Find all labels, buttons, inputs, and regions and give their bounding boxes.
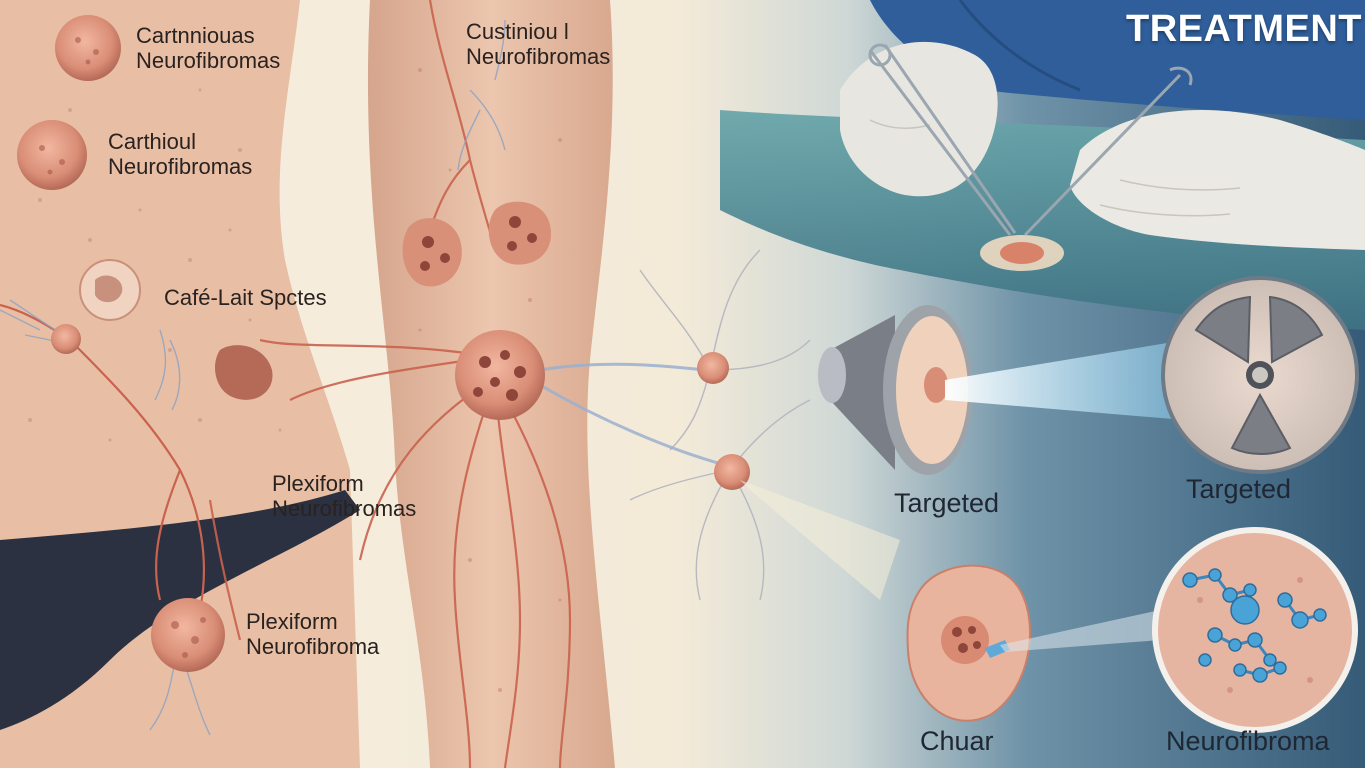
label-line: Cartnniouas: [136, 23, 255, 48]
label-line: Plexiform: [246, 609, 338, 634]
label-line: Neurofibromas: [108, 153, 253, 179]
label-line: Carthioul: [108, 129, 197, 154]
label-cafe-lait: Café-Lait Spctes: [164, 285, 327, 310]
label-line: Neurofibroma: [246, 633, 380, 659]
label-plexiform-low: Plexiform Neurofibroma: [246, 609, 380, 659]
label-line: Neurofibromas: [272, 495, 417, 521]
label-line: Neurofibromas: [136, 47, 281, 73]
label-chuar: Chuar: [920, 726, 994, 756]
label-targeted-left: Targeted: [894, 488, 1000, 518]
label-cutaneous-top-mid: Custiniou l Neurofibromas: [466, 19, 611, 69]
label-cutaneous-left: Carthioul Neurofibromas: [108, 129, 253, 179]
label-neurofibroma: Neurofibroma: [1166, 726, 1330, 756]
label-plexiform-mid: Plexiform Neurofibromas: [272, 471, 417, 521]
label-line: Custiniou l: [466, 19, 569, 44]
label-targeted-right: Targeted: [1186, 474, 1292, 504]
label-line: Neurofibromas: [466, 43, 611, 69]
label-line: Plexiform: [272, 471, 364, 496]
treatment-heading: TREATMENT: [1126, 8, 1362, 50]
label-cutaneous-top-left: Cartnniouas Neurofibromas: [136, 23, 281, 73]
